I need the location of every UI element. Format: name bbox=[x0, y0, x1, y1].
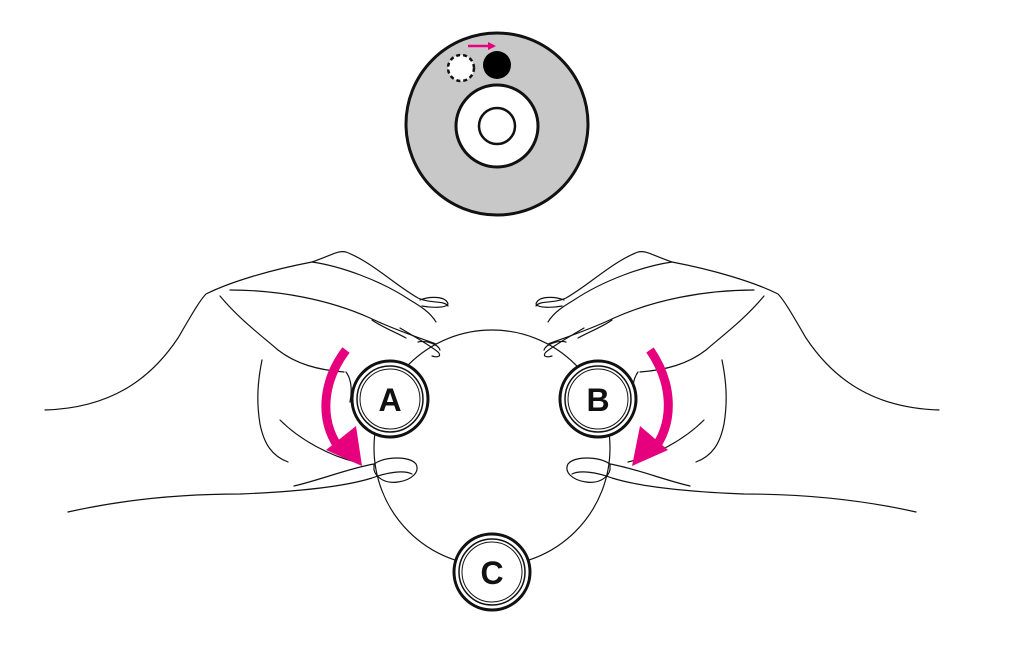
knob-b[interactable]: B bbox=[558, 359, 638, 439]
start-position-marker bbox=[446, 53, 476, 83]
rotation-arrow-right-icon bbox=[632, 347, 673, 466]
knob-c[interactable]: C bbox=[452, 532, 532, 612]
knob-a-label: A bbox=[378, 382, 401, 418]
rotation-arrow-left-icon bbox=[321, 347, 362, 466]
knob-a[interactable]: A bbox=[350, 359, 430, 439]
knob-c-label: C bbox=[480, 555, 503, 591]
center-hole bbox=[477, 106, 517, 146]
top-view-disc bbox=[404, 31, 590, 217]
end-position-marker bbox=[483, 51, 511, 79]
left-hand bbox=[44, 251, 449, 513]
knob-b-label: B bbox=[586, 382, 609, 418]
